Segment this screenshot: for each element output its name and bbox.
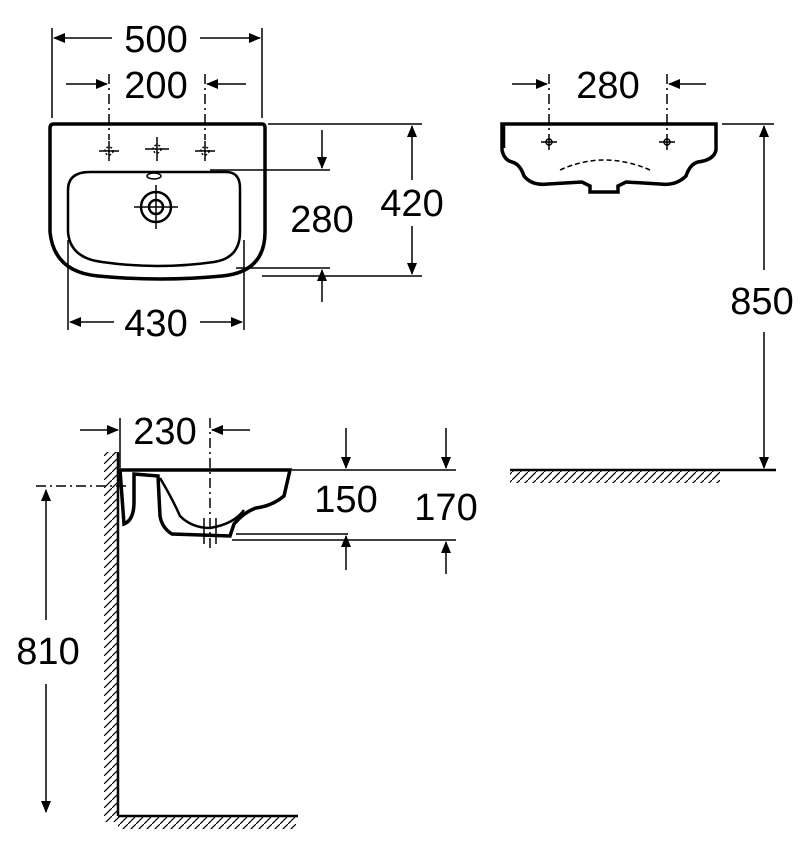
dim-top-depth-to-drain: 280 (290, 199, 353, 241)
front-view-basin-outline (500, 122, 718, 194)
dim-top-basin-width: 430 (124, 303, 187, 345)
tap-hole-left-icon (99, 141, 119, 161)
dim-top-overall-width: 500 (124, 19, 187, 61)
front-tap-left-icon (541, 134, 557, 150)
side-view-drain (203, 518, 217, 544)
dim-front-mounting-height: 850 (730, 281, 793, 323)
side-view-basin-profile (118, 468, 293, 538)
dim-top-tap-spacing: 200 (124, 65, 187, 107)
tap-hole-right-icon (195, 141, 215, 161)
dim-top-overall-depth: 420 (380, 183, 443, 225)
dim-side-overall-height: 170 (414, 487, 477, 529)
dim-side-drain-offset: 230 (133, 411, 196, 453)
front-view-floor-hatch (510, 471, 720, 483)
top-view-inner-bowl (66, 170, 242, 268)
top-view-basin-outline (48, 122, 267, 281)
dim-side-wall-fixing-height: 810 (16, 631, 79, 673)
wall-hatch (104, 452, 118, 822)
front-view: 280 850 (500, 65, 794, 483)
front-tap-right-icon (659, 134, 675, 150)
side-view-floor-hatch (118, 817, 296, 829)
top-view-drain (134, 185, 178, 229)
top-view: 500 200 430 280 420 (48, 19, 444, 345)
dim-side-bowl-depth: 150 (314, 479, 377, 521)
side-view: 230 150 170 810 (16, 411, 478, 829)
tap-hole-center-icon (145, 137, 169, 161)
overflow-hole (146, 172, 162, 180)
front-view-bowl-curve (559, 159, 651, 171)
dim-front-tap-spacing: 280 (576, 65, 639, 107)
